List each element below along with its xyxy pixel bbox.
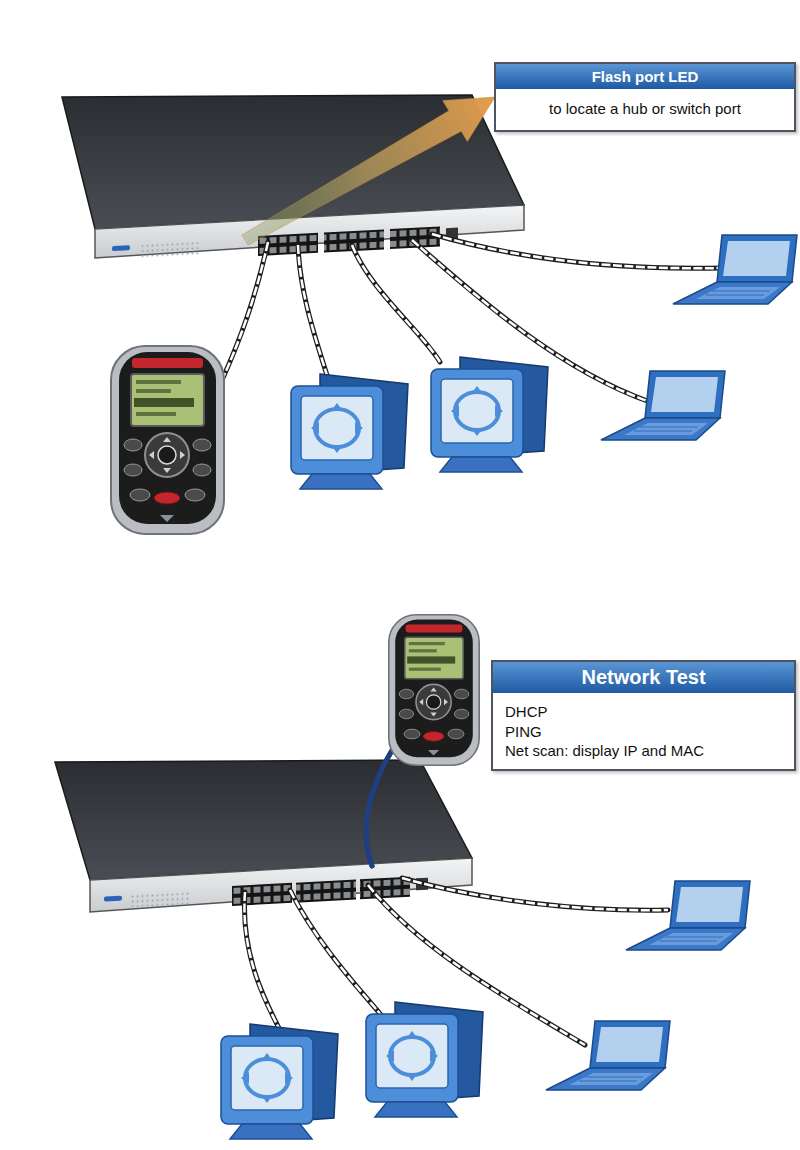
switch-vents — [140, 242, 200, 259]
callout-text: to locate a hub or switch port — [506, 99, 784, 119]
switch-vents — [130, 890, 190, 907]
network-switch — [55, 760, 472, 912]
cable — [352, 245, 440, 362]
callout-heading: Flash port LED — [496, 64, 794, 90]
cable — [432, 234, 722, 268]
switch-logo — [104, 896, 122, 902]
port-block — [232, 883, 292, 906]
desktop-monitor — [291, 374, 408, 489]
cable-twist — [298, 245, 332, 392]
desktop-monitor — [221, 1024, 338, 1139]
callout-box: Network TestDHCPPINGNet scan: display IP… — [491, 660, 796, 771]
cable-twist — [290, 890, 385, 1020]
callout-heading: Network Test — [493, 662, 794, 694]
desktop-monitor — [431, 357, 548, 472]
switch-ports — [232, 876, 428, 906]
callout-body: to locate a hub or switch port — [496, 90, 794, 130]
laptop — [673, 235, 797, 304]
cable — [244, 892, 285, 1040]
cable — [298, 245, 332, 392]
switch-logo — [112, 245, 130, 251]
cables-bottom — [244, 738, 668, 1045]
cable-twist — [432, 234, 722, 268]
callout-text: PING — [505, 722, 782, 742]
network-switch — [62, 95, 524, 259]
callout-text: Net scan: display IP and MAC — [505, 741, 782, 761]
cable-twist — [366, 738, 400, 866]
cable-twist — [352, 245, 440, 362]
switch-front — [90, 858, 472, 912]
cable — [290, 890, 385, 1020]
callout-box: Flash port LED to locate a hub or switch … — [494, 62, 796, 132]
tester-cable — [366, 738, 400, 866]
laptop — [626, 881, 750, 950]
laptop — [546, 1021, 670, 1090]
handheld-tester — [389, 615, 479, 765]
flash-arrow — [242, 97, 495, 245]
cable-twist — [402, 878, 668, 910]
cable — [402, 878, 668, 910]
desktop-monitor — [366, 1002, 483, 1117]
cable — [222, 242, 268, 380]
cable-twist — [244, 892, 285, 1040]
callout-text: DHCP — [505, 702, 782, 722]
port-block — [296, 880, 356, 903]
handheld-tester — [111, 346, 224, 534]
callout-body: DHCPPINGNet scan: display IP and MAC — [493, 694, 794, 769]
cable-twist — [222, 242, 268, 380]
laptop — [601, 371, 725, 440]
switch-front — [95, 205, 524, 258]
